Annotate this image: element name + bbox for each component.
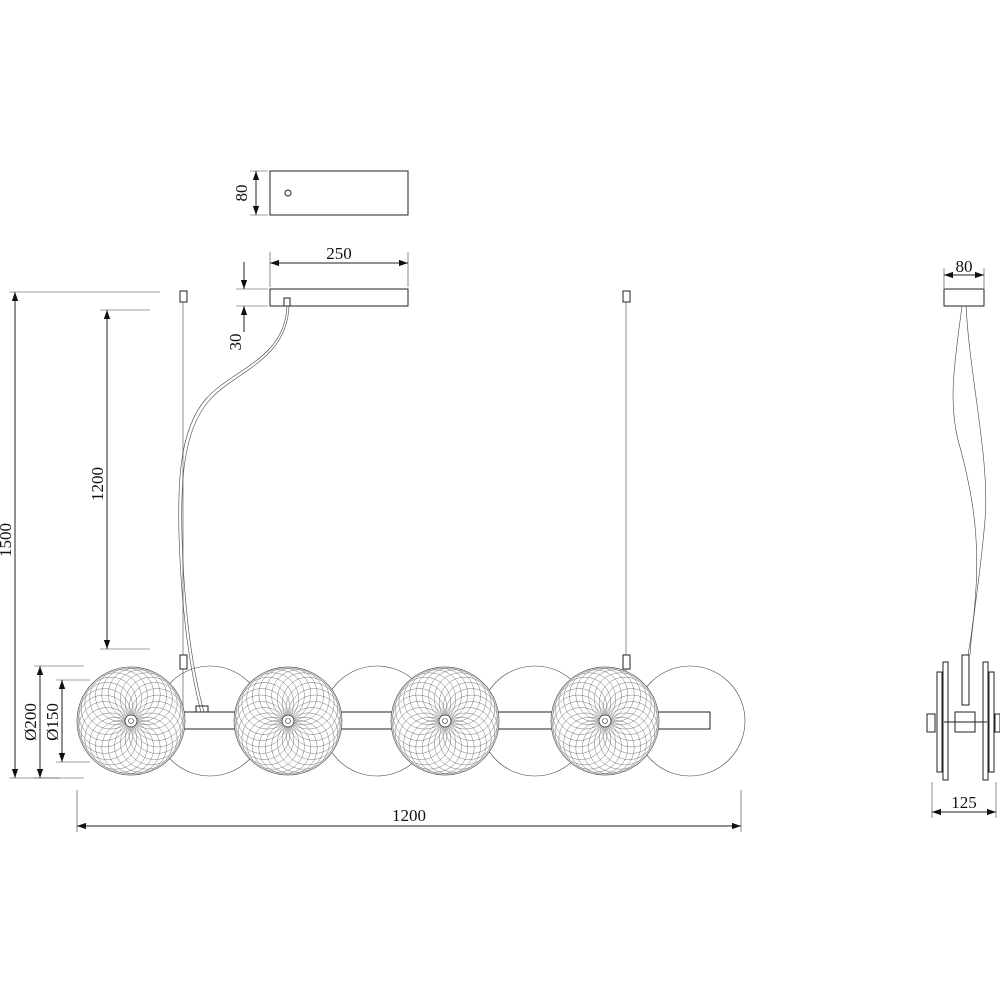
- right-ceiling-hook: [622, 290, 631, 303]
- dim-text-disc-inner: Ø150: [43, 703, 62, 741]
- side-stem: [961, 654, 970, 706]
- patterned-disc: [550, 666, 660, 776]
- patterned-disc: [390, 666, 500, 776]
- patterned-disc: [76, 666, 186, 776]
- canopy-cable-entry: [283, 297, 291, 307]
- side-bracket-right: [994, 713, 1000, 733]
- dim-text-side-canopy-width: 80: [956, 257, 973, 276]
- power-cable: [178, 305, 288, 713]
- side-disc-right-outer: [988, 671, 995, 773]
- dim-text-side-depth: 125: [951, 793, 977, 812]
- dim-text-total-height: 1500: [0, 523, 15, 557]
- dim-side-depth: 125: [931, 782, 997, 818]
- dim-canopy-height: 80: [232, 170, 268, 216]
- bar-joint: [195, 705, 209, 713]
- dim-text-canopy-height: 80: [232, 185, 251, 202]
- side-disc-left-inner: [942, 661, 949, 781]
- dim-suspension-length: 1200: [88, 309, 150, 650]
- dim-total-length: 1200: [76, 790, 742, 832]
- patterned-disc: [233, 666, 343, 776]
- power-cable-2: [181, 305, 290, 713]
- side-cable: [952, 305, 978, 656]
- dim-side-canopy-width: 80: [943, 257, 985, 288]
- dim-disc-diameter-inner: Ø150: [43, 679, 90, 763]
- dim-canopy-thickness: 30: [226, 262, 268, 351]
- dim-disc-diameter-outer: Ø200: [21, 665, 84, 779]
- side-disc-left-outer: [936, 671, 943, 773]
- dim-text-canopy-length: 250: [326, 244, 352, 263]
- canopy-top-view: [269, 170, 409, 216]
- side-bracket-left: [926, 713, 936, 733]
- side-disc-right-inner: [982, 661, 989, 781]
- dim-text-canopy-thickness: 30: [226, 334, 245, 351]
- side-canopy: [943, 288, 985, 307]
- side-cable-2: [965, 305, 987, 656]
- front-view: [76, 170, 746, 777]
- dim-total-height: 1500: [0, 291, 160, 779]
- dim-text-disc-outer: Ø200: [21, 703, 40, 741]
- patterned-discs: [76, 666, 660, 776]
- dim-text-suspension-length: 1200: [88, 467, 107, 501]
- canopy-side-view: [269, 288, 409, 307]
- dim-text-total-length: 1200: [392, 806, 426, 825]
- dim-canopy-length: 250: [269, 244, 409, 287]
- canopy-hole: [284, 189, 292, 197]
- side-view: [926, 288, 1000, 781]
- left-ceiling-hook: [179, 290, 188, 303]
- right-wire-gripper: [622, 654, 631, 670]
- left-wire-gripper: [179, 654, 188, 670]
